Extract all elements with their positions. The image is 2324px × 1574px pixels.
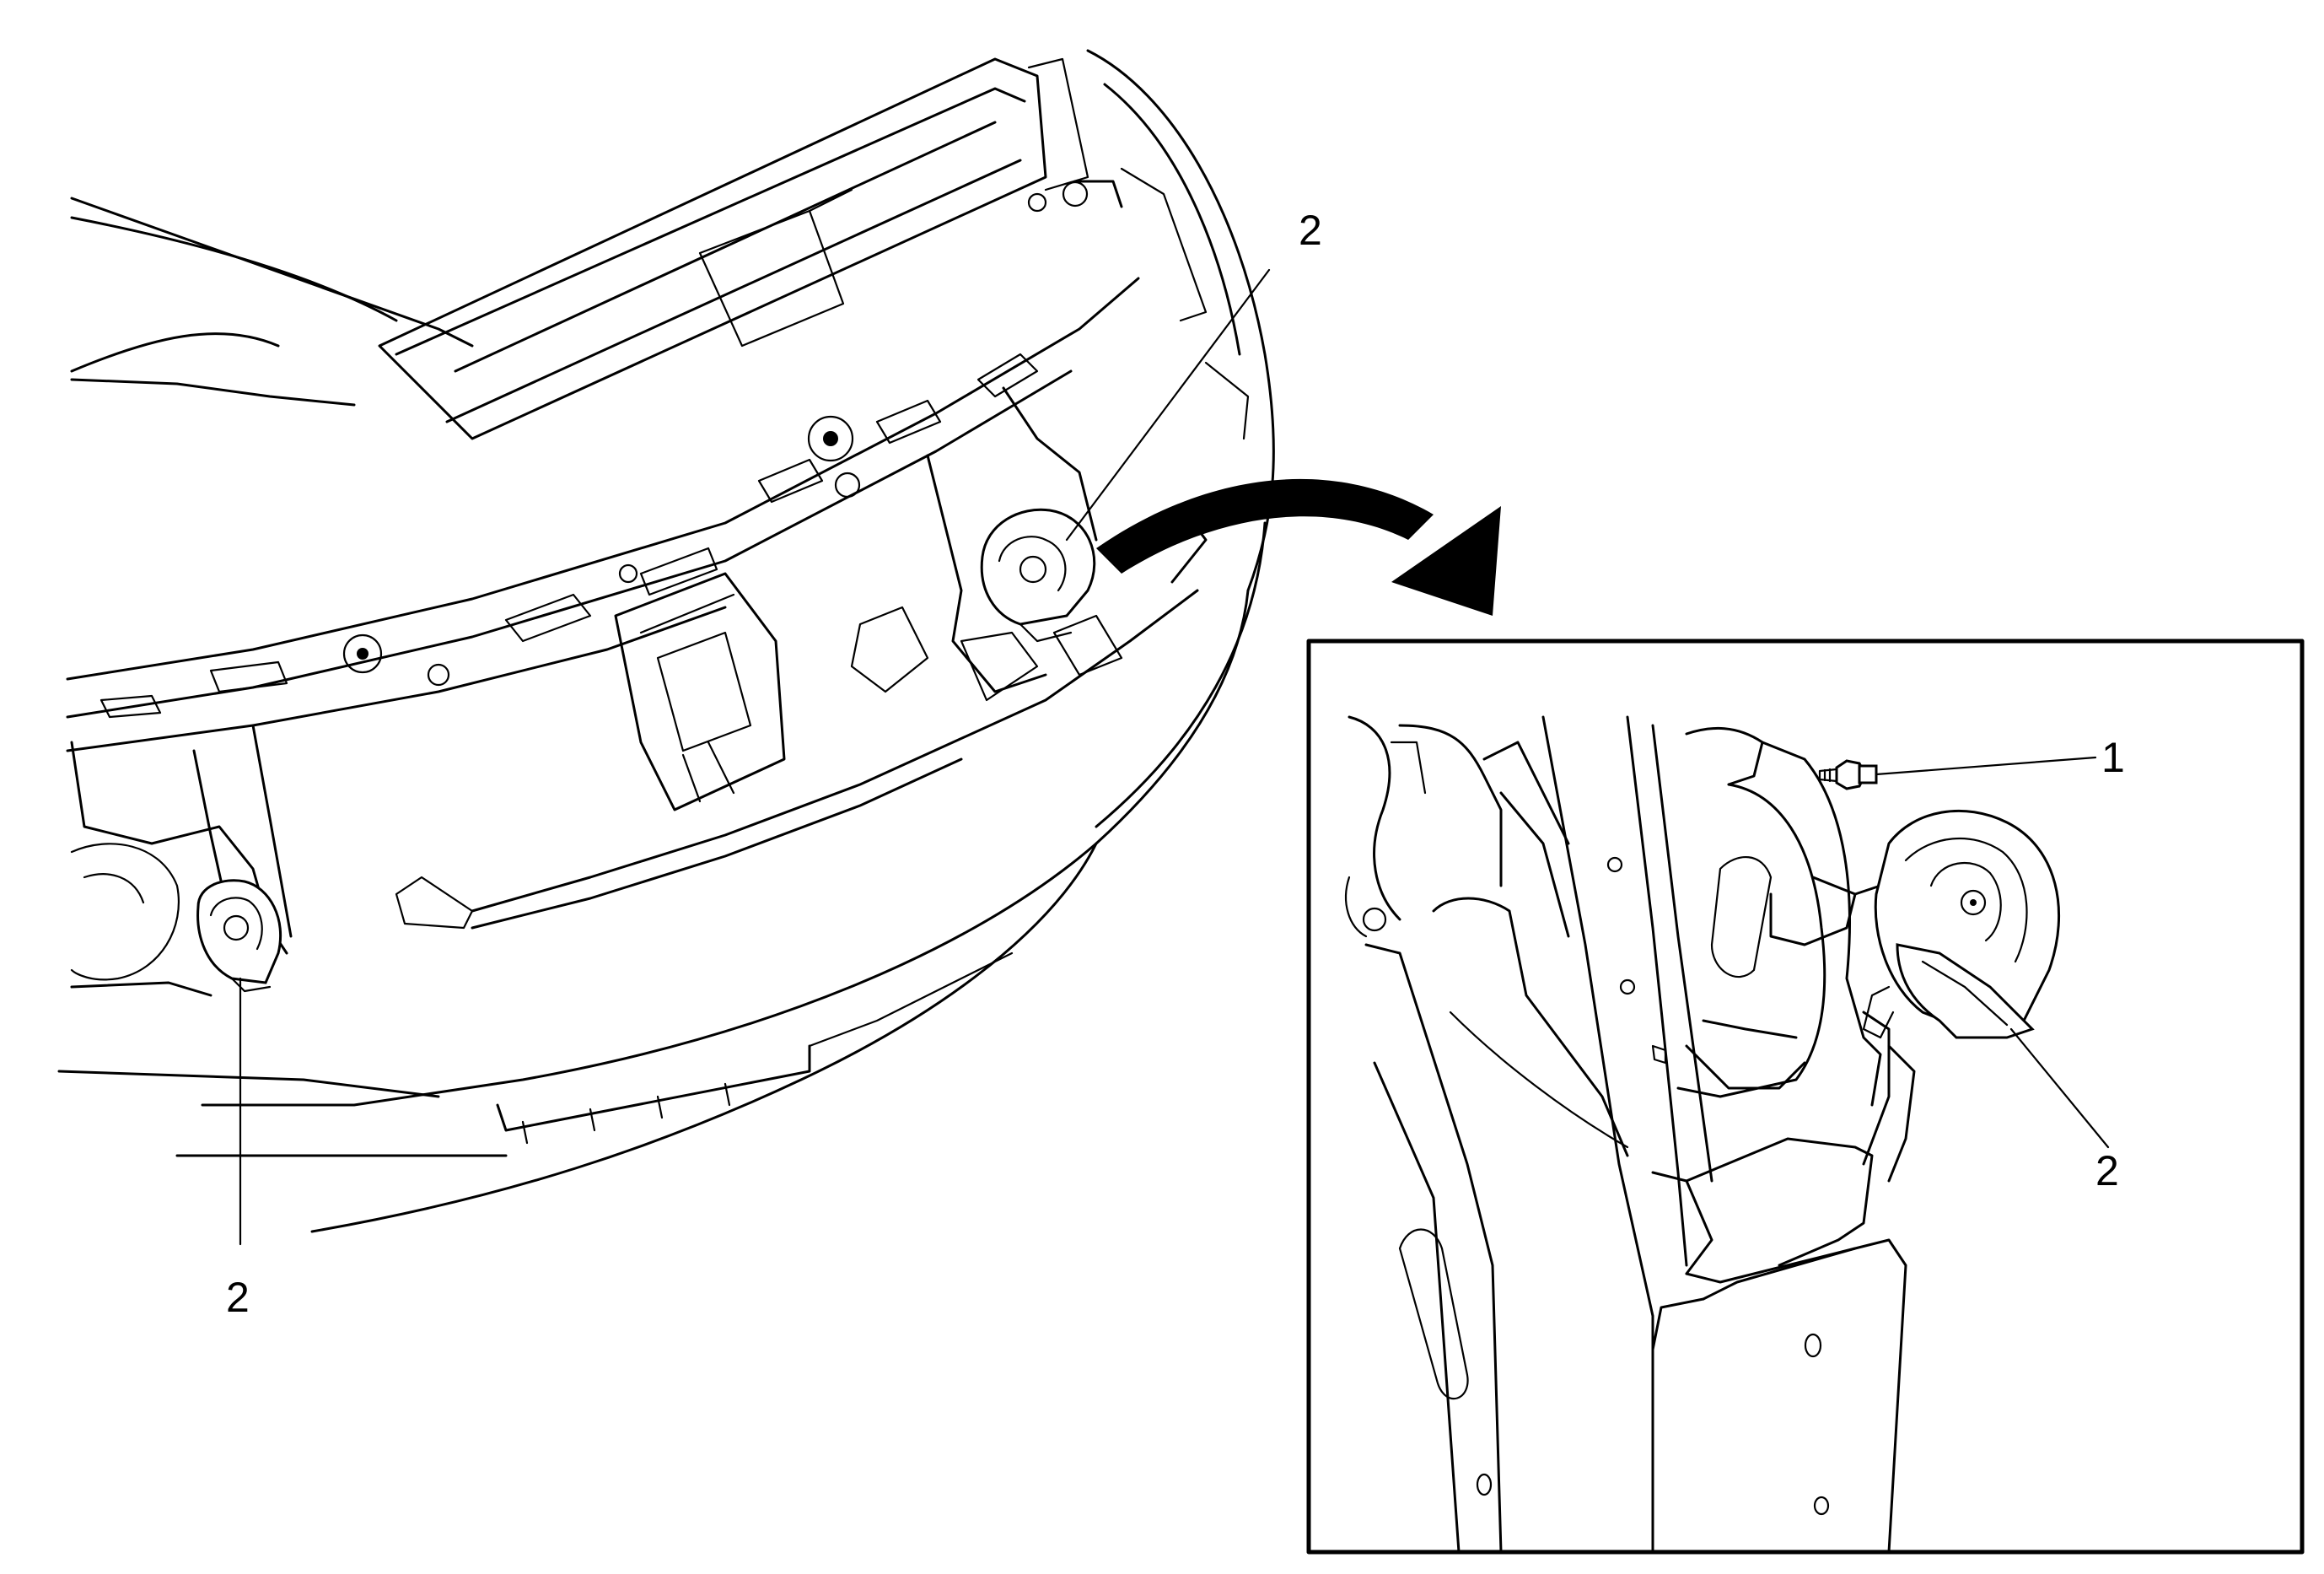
leader-line	[2009, 1027, 2110, 1149]
curved-arrow-icon	[1096, 478, 1501, 616]
detail-frame	[1306, 639, 2305, 1555]
vehicle-front-end	[57, 49, 1275, 1233]
detail-view	[1306, 639, 2305, 1555]
leader-line	[1065, 268, 1271, 542]
callout-label: 2	[2095, 1147, 2119, 1194]
horn-icon	[1769, 809, 2060, 1039]
horn-icon	[980, 508, 1096, 643]
bolt-icon	[1818, 759, 1878, 790]
leader-line	[1875, 756, 2097, 776]
callout-label: 1	[2101, 734, 2125, 781]
callout-label: 2	[1299, 207, 1322, 254]
callout-label: 2	[226, 1274, 250, 1321]
horn-icon	[196, 879, 282, 993]
